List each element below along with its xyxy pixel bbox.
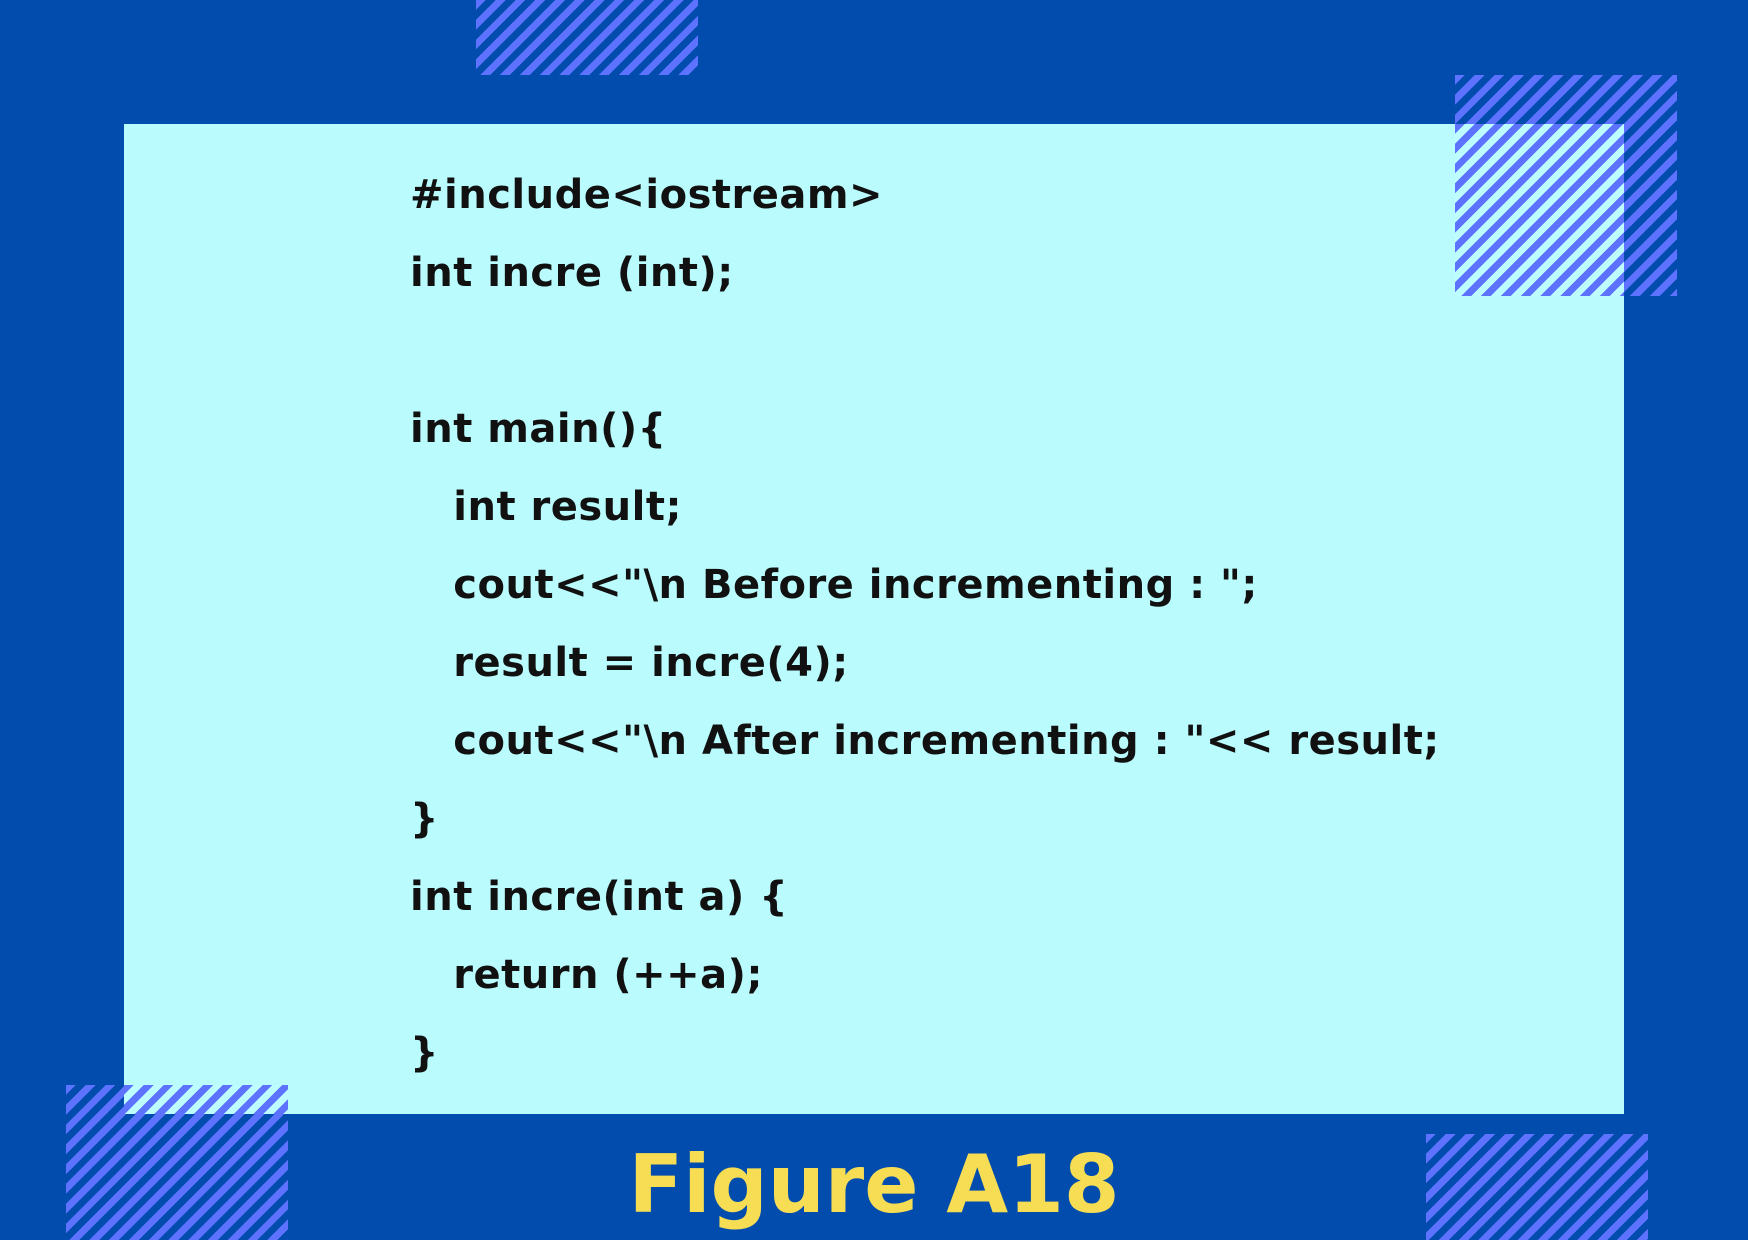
- code-line: #include<iostream>: [410, 172, 884, 218]
- code-line: int incre (int);: [410, 250, 734, 296]
- stripe-decoration-top: [476, 0, 698, 75]
- code-line: result = incre(4);: [410, 640, 849, 686]
- stripe-overlap-bottom-left: [124, 1085, 288, 1114]
- code-line: int result;: [410, 484, 682, 530]
- figure-caption: Figure A18: [628, 1138, 1120, 1231]
- stripe-overlap-top-right: [1455, 124, 1624, 296]
- code-line: }: [410, 796, 439, 842]
- code-line: return (++a);: [410, 952, 763, 998]
- code-line: [410, 312, 1440, 390]
- code-line: cout<<"\n After incrementing : "<< resul…: [410, 718, 1440, 764]
- code-line: int incre(int a) {: [410, 874, 789, 920]
- code-card: [124, 124, 1624, 1114]
- code-line: }: [410, 1030, 439, 1076]
- code-line: int main(){: [410, 406, 667, 452]
- code-line: cout<<"\n Before incrementing : ";: [410, 562, 1258, 608]
- stripe-decoration-bottom-right: [1426, 1134, 1648, 1240]
- code-block: #include<iostream> int incre (int); int …: [410, 156, 1440, 1092]
